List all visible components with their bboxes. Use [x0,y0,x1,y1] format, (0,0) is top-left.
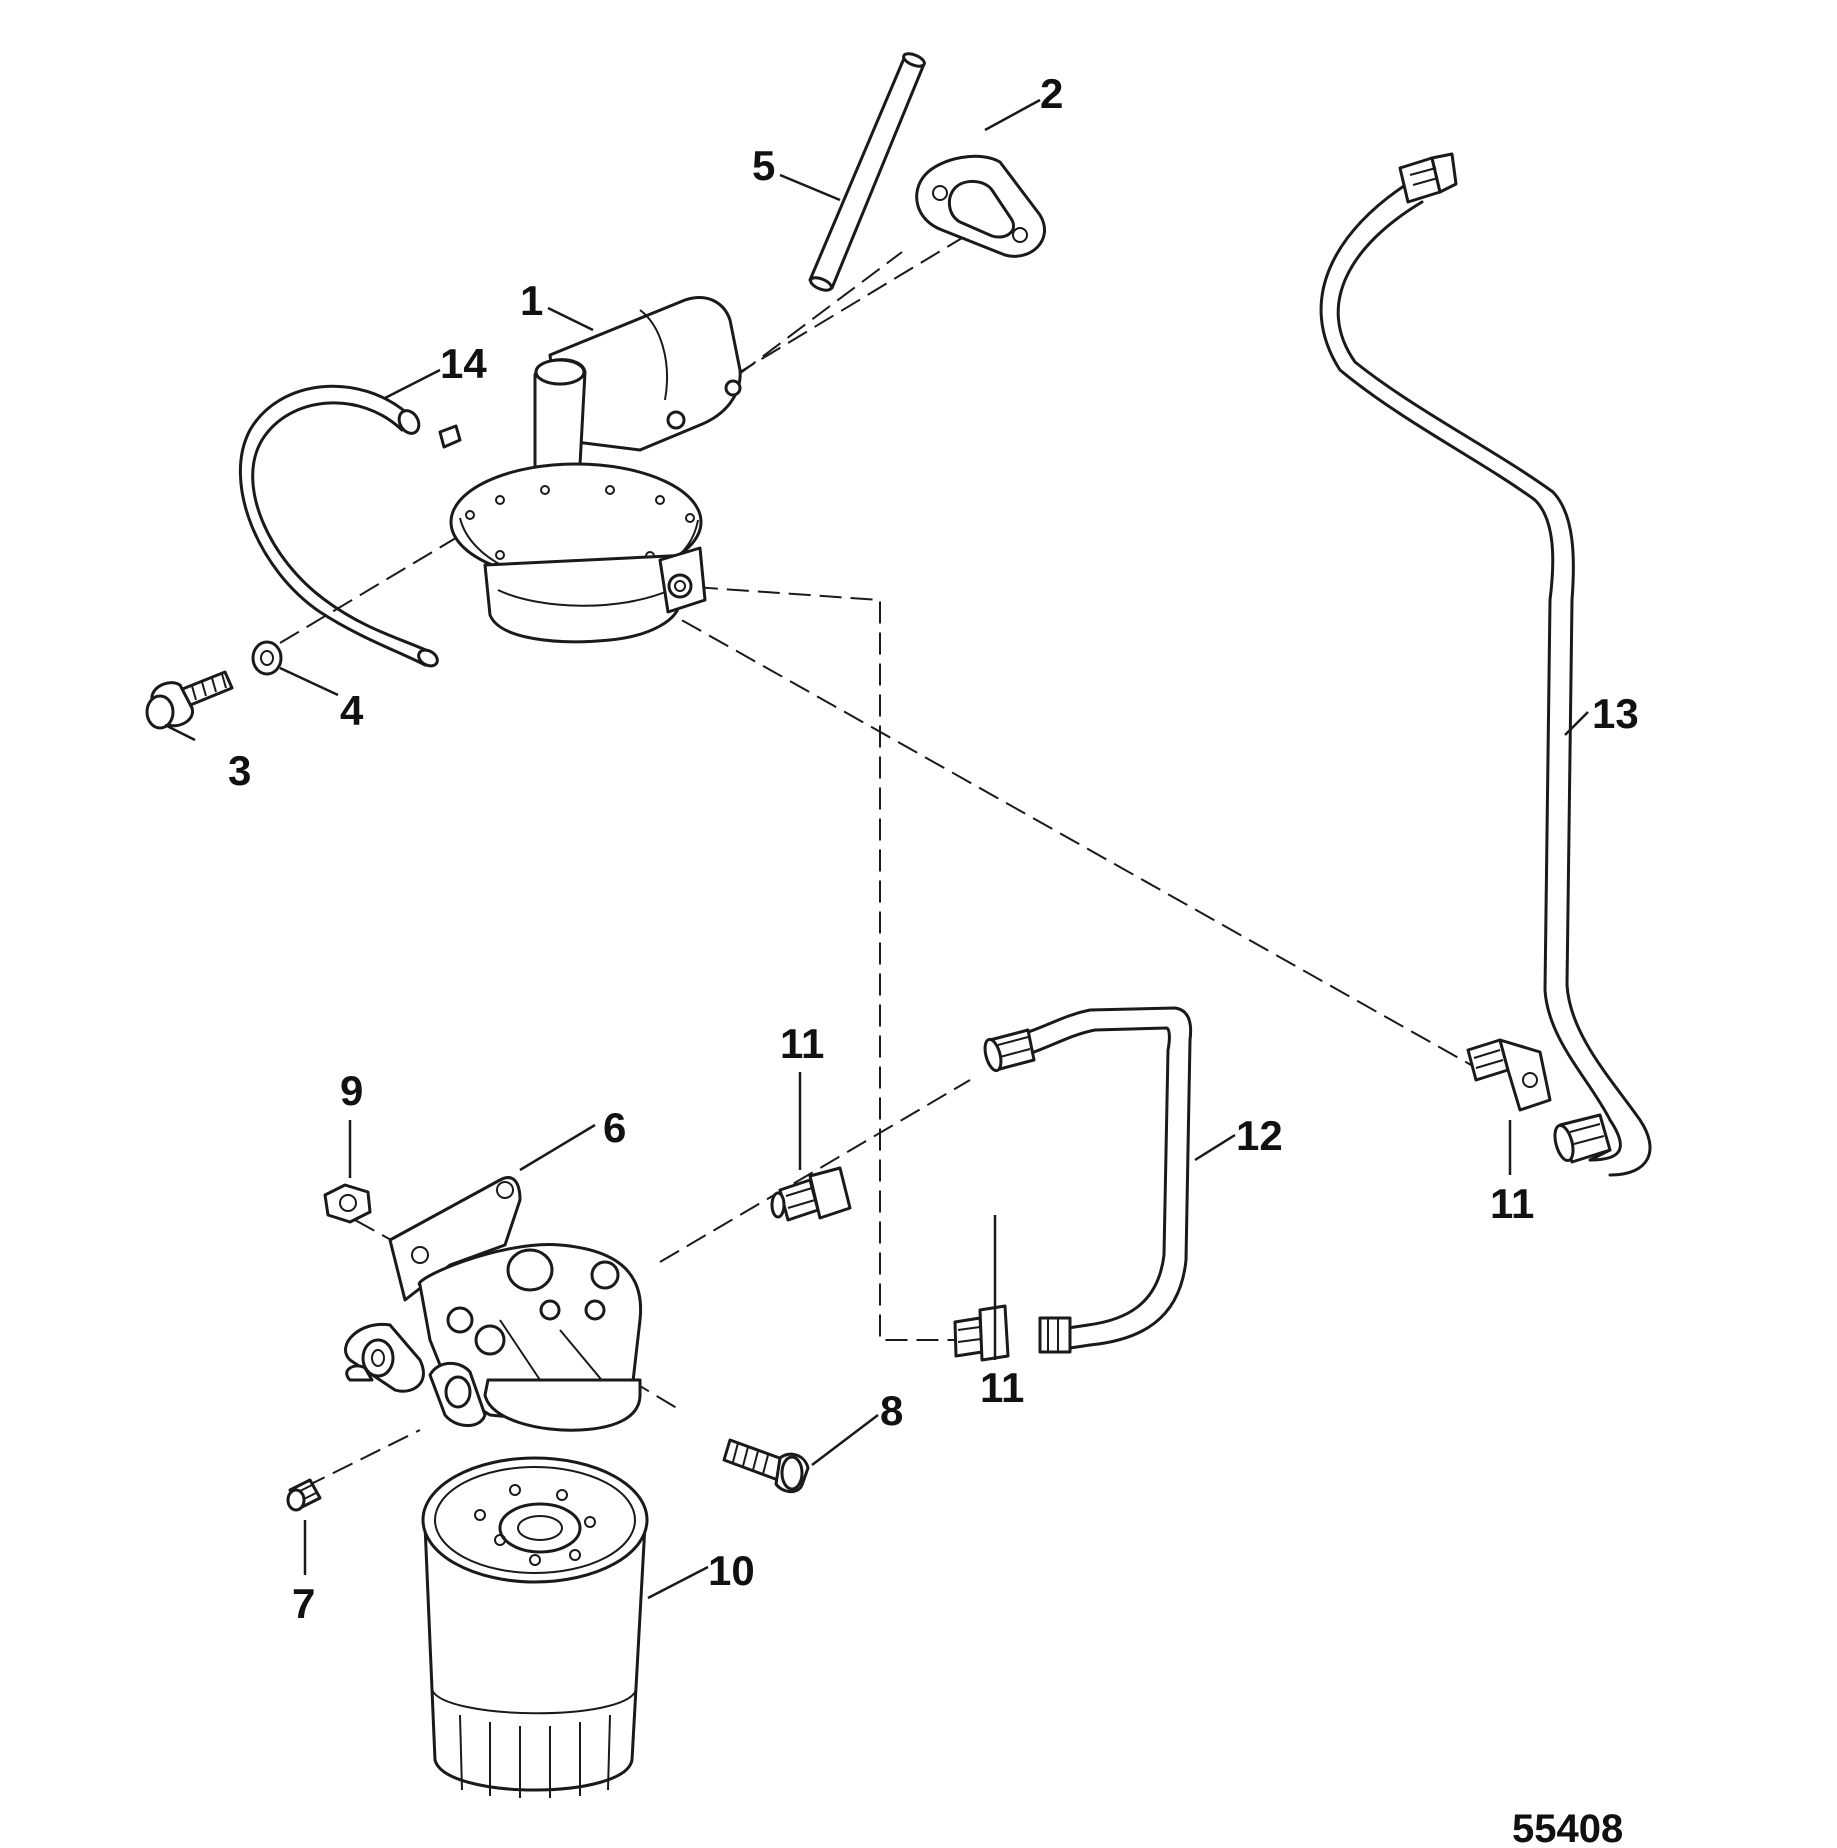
fuel-line-long [1319,152,1652,1177]
fitting-lower [953,1304,1010,1362]
callout-labels: 1 2 3 4 5 6 7 8 9 10 11 11 11 12 13 14 [228,70,1639,1627]
callout-2: 2 [1040,70,1063,117]
callout-11-top: 11 [780,1020,824,1067]
fuel-pump [438,296,742,644]
fuel-line-short [983,1006,1193,1354]
drain-plug [286,1478,322,1512]
callout-3: 3 [228,747,251,794]
fuel-filter-element [421,1456,649,1798]
fuel-pump-gasket [915,154,1047,258]
washer [251,640,283,676]
callout-13: 13 [1592,690,1639,737]
bracket-bolt [722,1438,810,1494]
vent-hose [238,384,439,668]
callout-8: 8 [880,1387,903,1434]
callout-11-bottom: 11 [980,1364,1024,1411]
callout-14: 14 [440,340,487,387]
callout-11-right: 11 [1490,1180,1534,1227]
fitting-center [770,1166,852,1222]
push-rod [808,52,926,292]
callout-7: 7 [292,1580,315,1627]
callout-4: 4 [340,687,364,734]
callout-5: 5 [752,142,775,189]
pump-bolt [145,670,234,730]
callout-1: 1 [520,277,543,324]
callout-10: 10 [708,1547,755,1594]
nut [323,1183,372,1224]
figure-number: 55408 [1512,1807,1623,1848]
leader-lines [164,98,1589,1600]
callout-9: 9 [340,1067,363,1114]
filter-bracket [344,1176,643,1432]
fitting-right [1466,1038,1552,1112]
callout-12: 12 [1236,1112,1283,1159]
callout-6: 6 [603,1104,626,1151]
